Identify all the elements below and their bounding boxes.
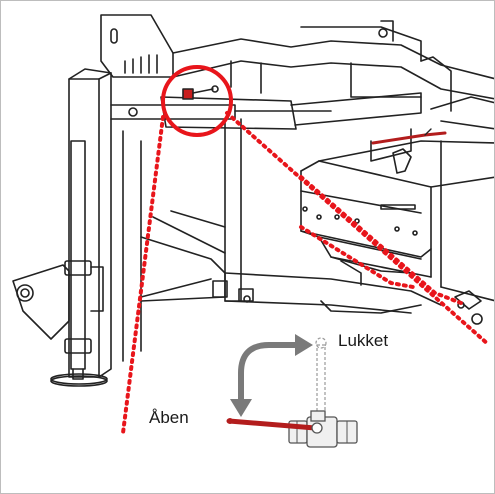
ball-valve-icon [226,337,358,448]
support-leg [50,140,108,387]
left-frame [68,68,236,378]
box-attachment [300,128,494,325]
hydraulic-cylinder [160,85,422,130]
label-open: Åben [149,408,189,427]
lower-base [212,272,442,314]
inner-posts [122,118,242,362]
valve-handle-open [226,418,318,431]
highlight-circle [161,65,233,137]
top-frame [172,20,494,130]
side-bracket [12,264,70,340]
curved-arrow-icon [230,334,313,417]
label-closed: Lukket [338,331,389,350]
callout-lines [121,111,491,435]
upper-mount-plate [100,14,174,78]
